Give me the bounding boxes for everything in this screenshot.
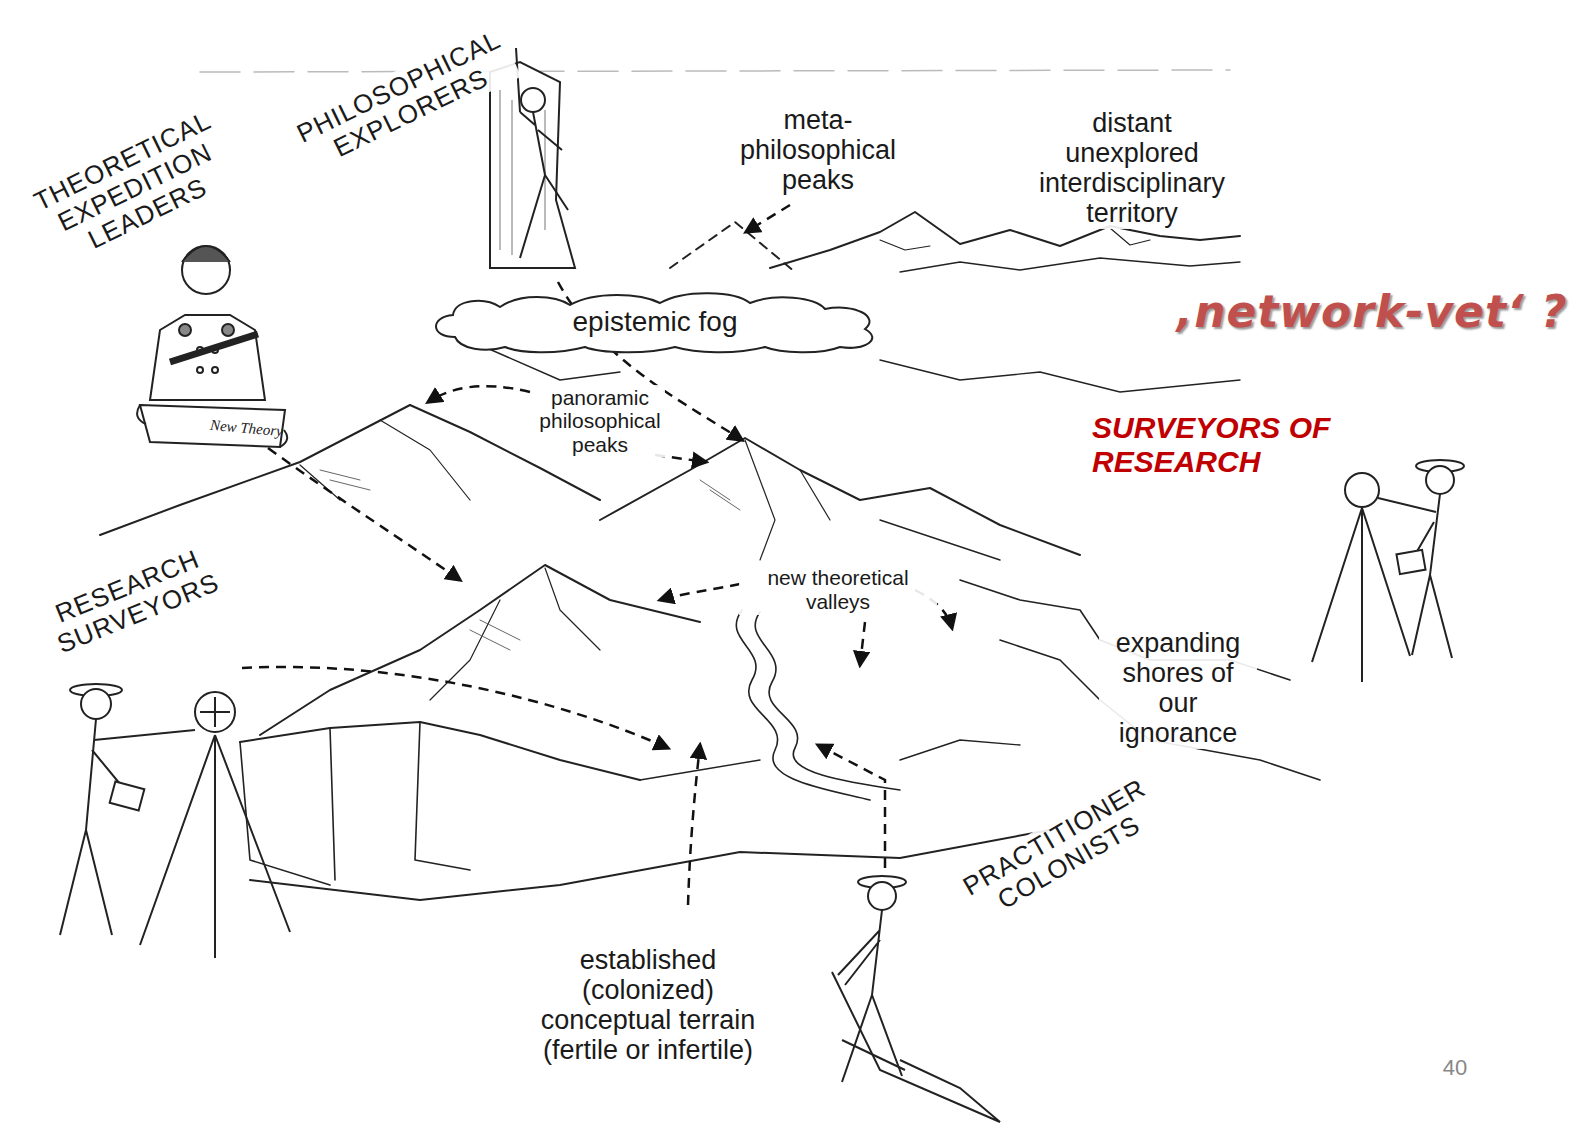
fog-cloud: epistemic fog: [425, 289, 885, 355]
group-label: PHILOSOPHICAL EXPLORERS: [289, 23, 522, 178]
group-label: PRACTITIONER COLONISTS: [954, 771, 1169, 930]
region-label: panoramic philosophical peaks: [535, 385, 664, 458]
question-label: ‚network-vet‘ ?: [1176, 287, 1567, 336]
group-label: RESEARCH SURVEYORS: [38, 538, 227, 661]
region-label: new theoretical valleys: [739, 565, 937, 614]
region-label: expanding shores of our ignorance: [1099, 627, 1257, 750]
highlight-label: SURVEYORS OF RESEARCH: [1092, 411, 1372, 478]
node-text: epistemic fog: [573, 306, 738, 338]
page-number: 40: [1443, 1056, 1467, 1081]
region-label: distant unexplored interdisciplinary ter…: [1035, 107, 1229, 230]
region-label: meta- philosophical peaks: [736, 104, 900, 197]
group-label: THEORETICAL EXPEDITION LEADERS: [26, 104, 245, 272]
region-label: established (colonized) conceptual terra…: [509, 944, 787, 1067]
scroll-text: New Theory: [209, 416, 283, 439]
